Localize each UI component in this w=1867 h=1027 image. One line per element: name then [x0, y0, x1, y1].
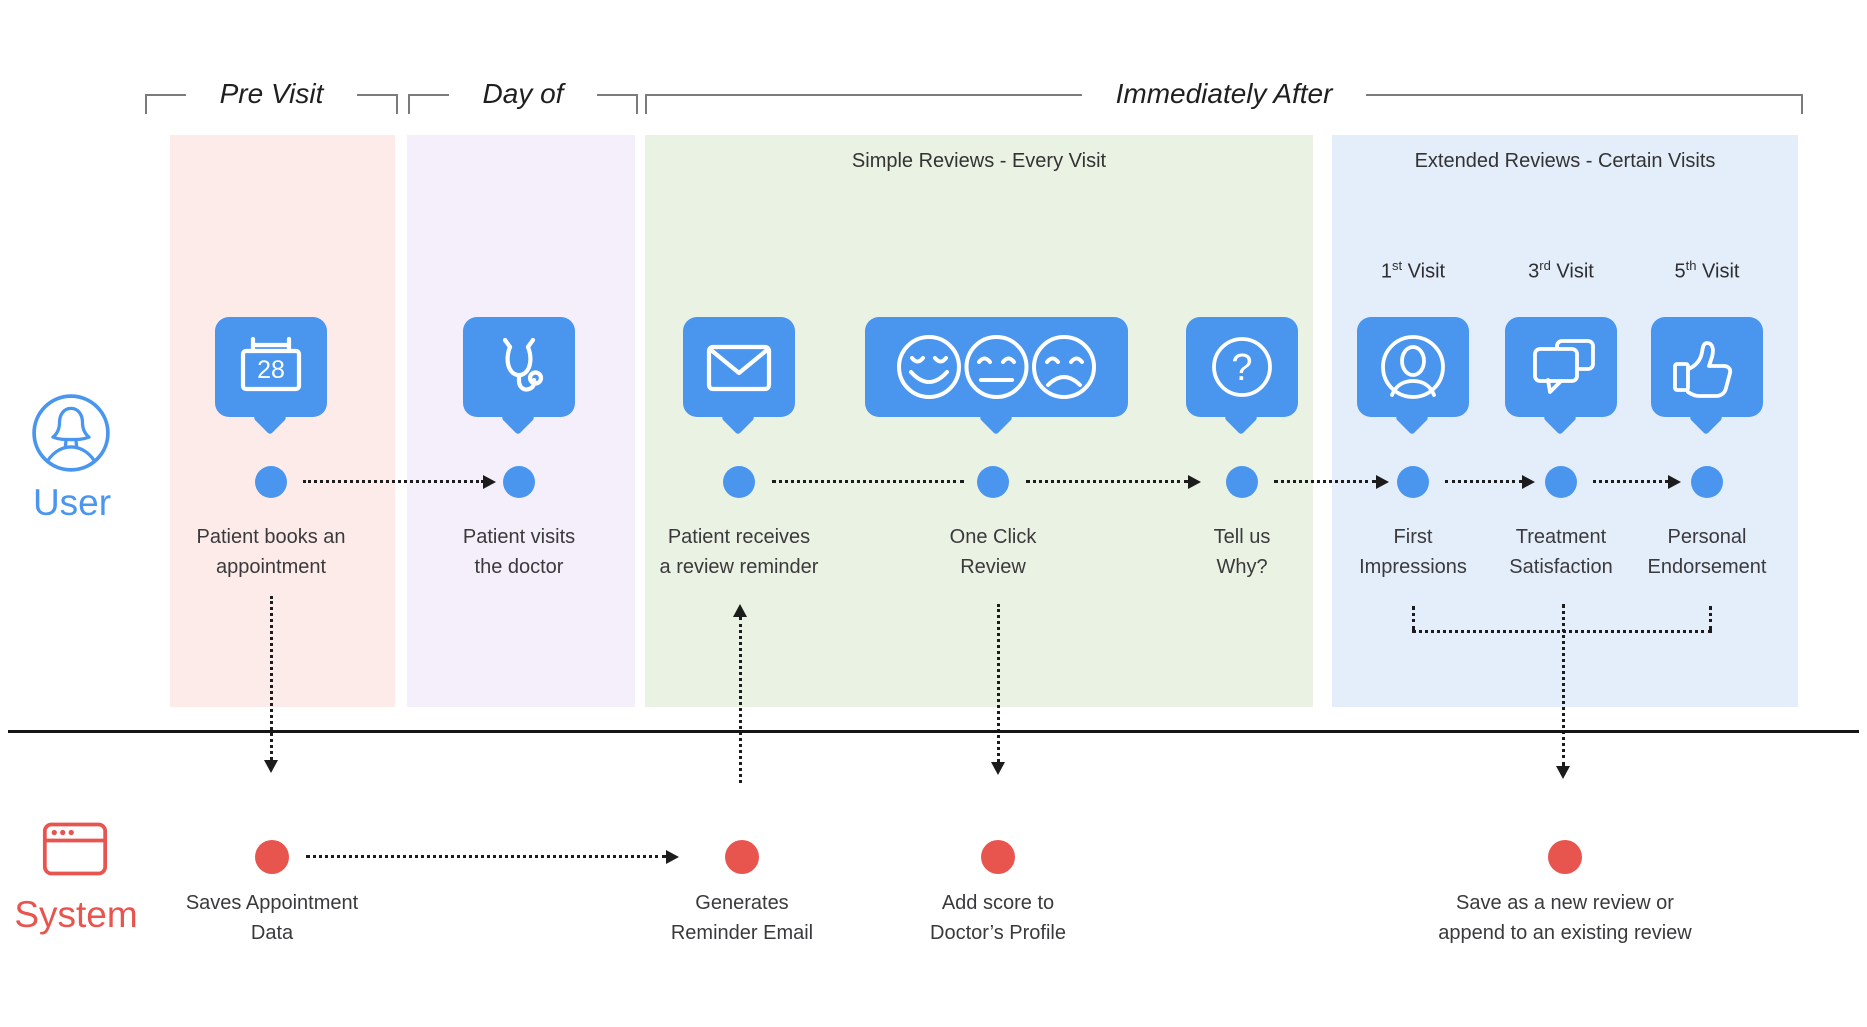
bracket-line: [408, 94, 449, 116]
dotted-connector: [739, 617, 742, 783]
timeline-dot-user: [1397, 466, 1429, 498]
timeline-dot-user: [1691, 466, 1723, 498]
browser-window-icon: [42, 820, 108, 878]
chat-bubbles-icon: [1505, 317, 1617, 417]
stethoscope-icon: [463, 317, 575, 417]
bracket-line: [1366, 94, 1803, 116]
dotted-connector: [1445, 480, 1522, 483]
envelope-icon: [683, 317, 795, 417]
bracket-line: [357, 94, 398, 116]
sad-face-icon: [1032, 335, 1096, 399]
portrait-icon: [1357, 317, 1469, 417]
timeline-dot-system: [725, 840, 759, 874]
timeline-dot-user: [977, 466, 1009, 498]
dotted-bracket-stub: [1709, 606, 1712, 630]
dotted-bracket-stub: [1412, 606, 1415, 630]
phase-label: Immediately After: [1115, 78, 1333, 109]
visit-tag-5th: 5th Visit: [1674, 258, 1740, 283]
svg-text:28: 28: [257, 356, 285, 384]
dotted-connector: [1593, 480, 1668, 483]
timeline-dot-user: [1226, 466, 1258, 498]
phase-label: Day of: [482, 78, 564, 109]
timeline-dot-system: [1548, 840, 1582, 874]
timeline-dot-user: [503, 466, 535, 498]
dotted-connector: [303, 480, 484, 483]
dotted-connector: [772, 480, 964, 483]
arrowhead-right: [483, 475, 496, 489]
visit-tag-3rd: 3rd Visit: [1528, 258, 1594, 283]
timeline-dot-user: [723, 466, 755, 498]
happy-face-icon: [897, 335, 961, 399]
lane-label-user: User: [32, 482, 112, 523]
thumbs-up-icon: [1651, 317, 1763, 417]
arrowhead-down: [991, 762, 1005, 775]
bracket-line: [597, 94, 638, 116]
svg-text:?: ?: [1231, 347, 1252, 389]
phase-header-day-of: Day of: [408, 76, 638, 116]
dotted-connector: [1274, 480, 1376, 483]
dotted-connector: [1562, 604, 1565, 766]
bracket-line: [645, 94, 1082, 116]
arrowhead-down: [1556, 766, 1570, 779]
arrowhead-right: [1668, 475, 1681, 489]
visit-tag-1st: 1st Visit: [1380, 258, 1446, 283]
arrowhead-right: [666, 850, 679, 864]
neutral-face-icon: [964, 335, 1029, 399]
arrowhead-up: [733, 604, 747, 617]
phase-header-immediately-after: Immediately After: [645, 76, 1803, 116]
timeline-dot-system: [981, 840, 1015, 874]
lane-label-system: System: [14, 894, 138, 935]
lane-divider: [8, 730, 1859, 733]
timeline-dot-system: [255, 840, 289, 874]
timeline-dot-user: [255, 466, 287, 498]
section-title-extended-reviews: Extended Reviews - Certain Visits: [1414, 150, 1716, 172]
column-simple-reviews: [645, 135, 1313, 707]
arrowhead-down: [264, 760, 278, 773]
timeline-dot-user: [1545, 466, 1577, 498]
user-avatar-icon: [30, 392, 112, 474]
phase-header-pre-visit: Pre Visit: [145, 76, 398, 116]
arrowhead-right: [1376, 475, 1389, 489]
emoji-scale-icon: [865, 317, 1128, 417]
calendar-icon: 28: [215, 317, 327, 417]
dotted-connector: [306, 855, 666, 858]
question-icon: ?: [1186, 317, 1298, 417]
section-title-simple-reviews: Simple Reviews - Every Visit: [851, 150, 1107, 172]
arrowhead-right: [1522, 475, 1535, 489]
dotted-connector: [1026, 480, 1188, 483]
dotted-connector: [997, 604, 1000, 762]
phase-label: Pre Visit: [219, 78, 324, 109]
bracket-line: [145, 94, 186, 116]
arrowhead-right: [1188, 475, 1201, 489]
dotted-connector: [270, 596, 273, 760]
